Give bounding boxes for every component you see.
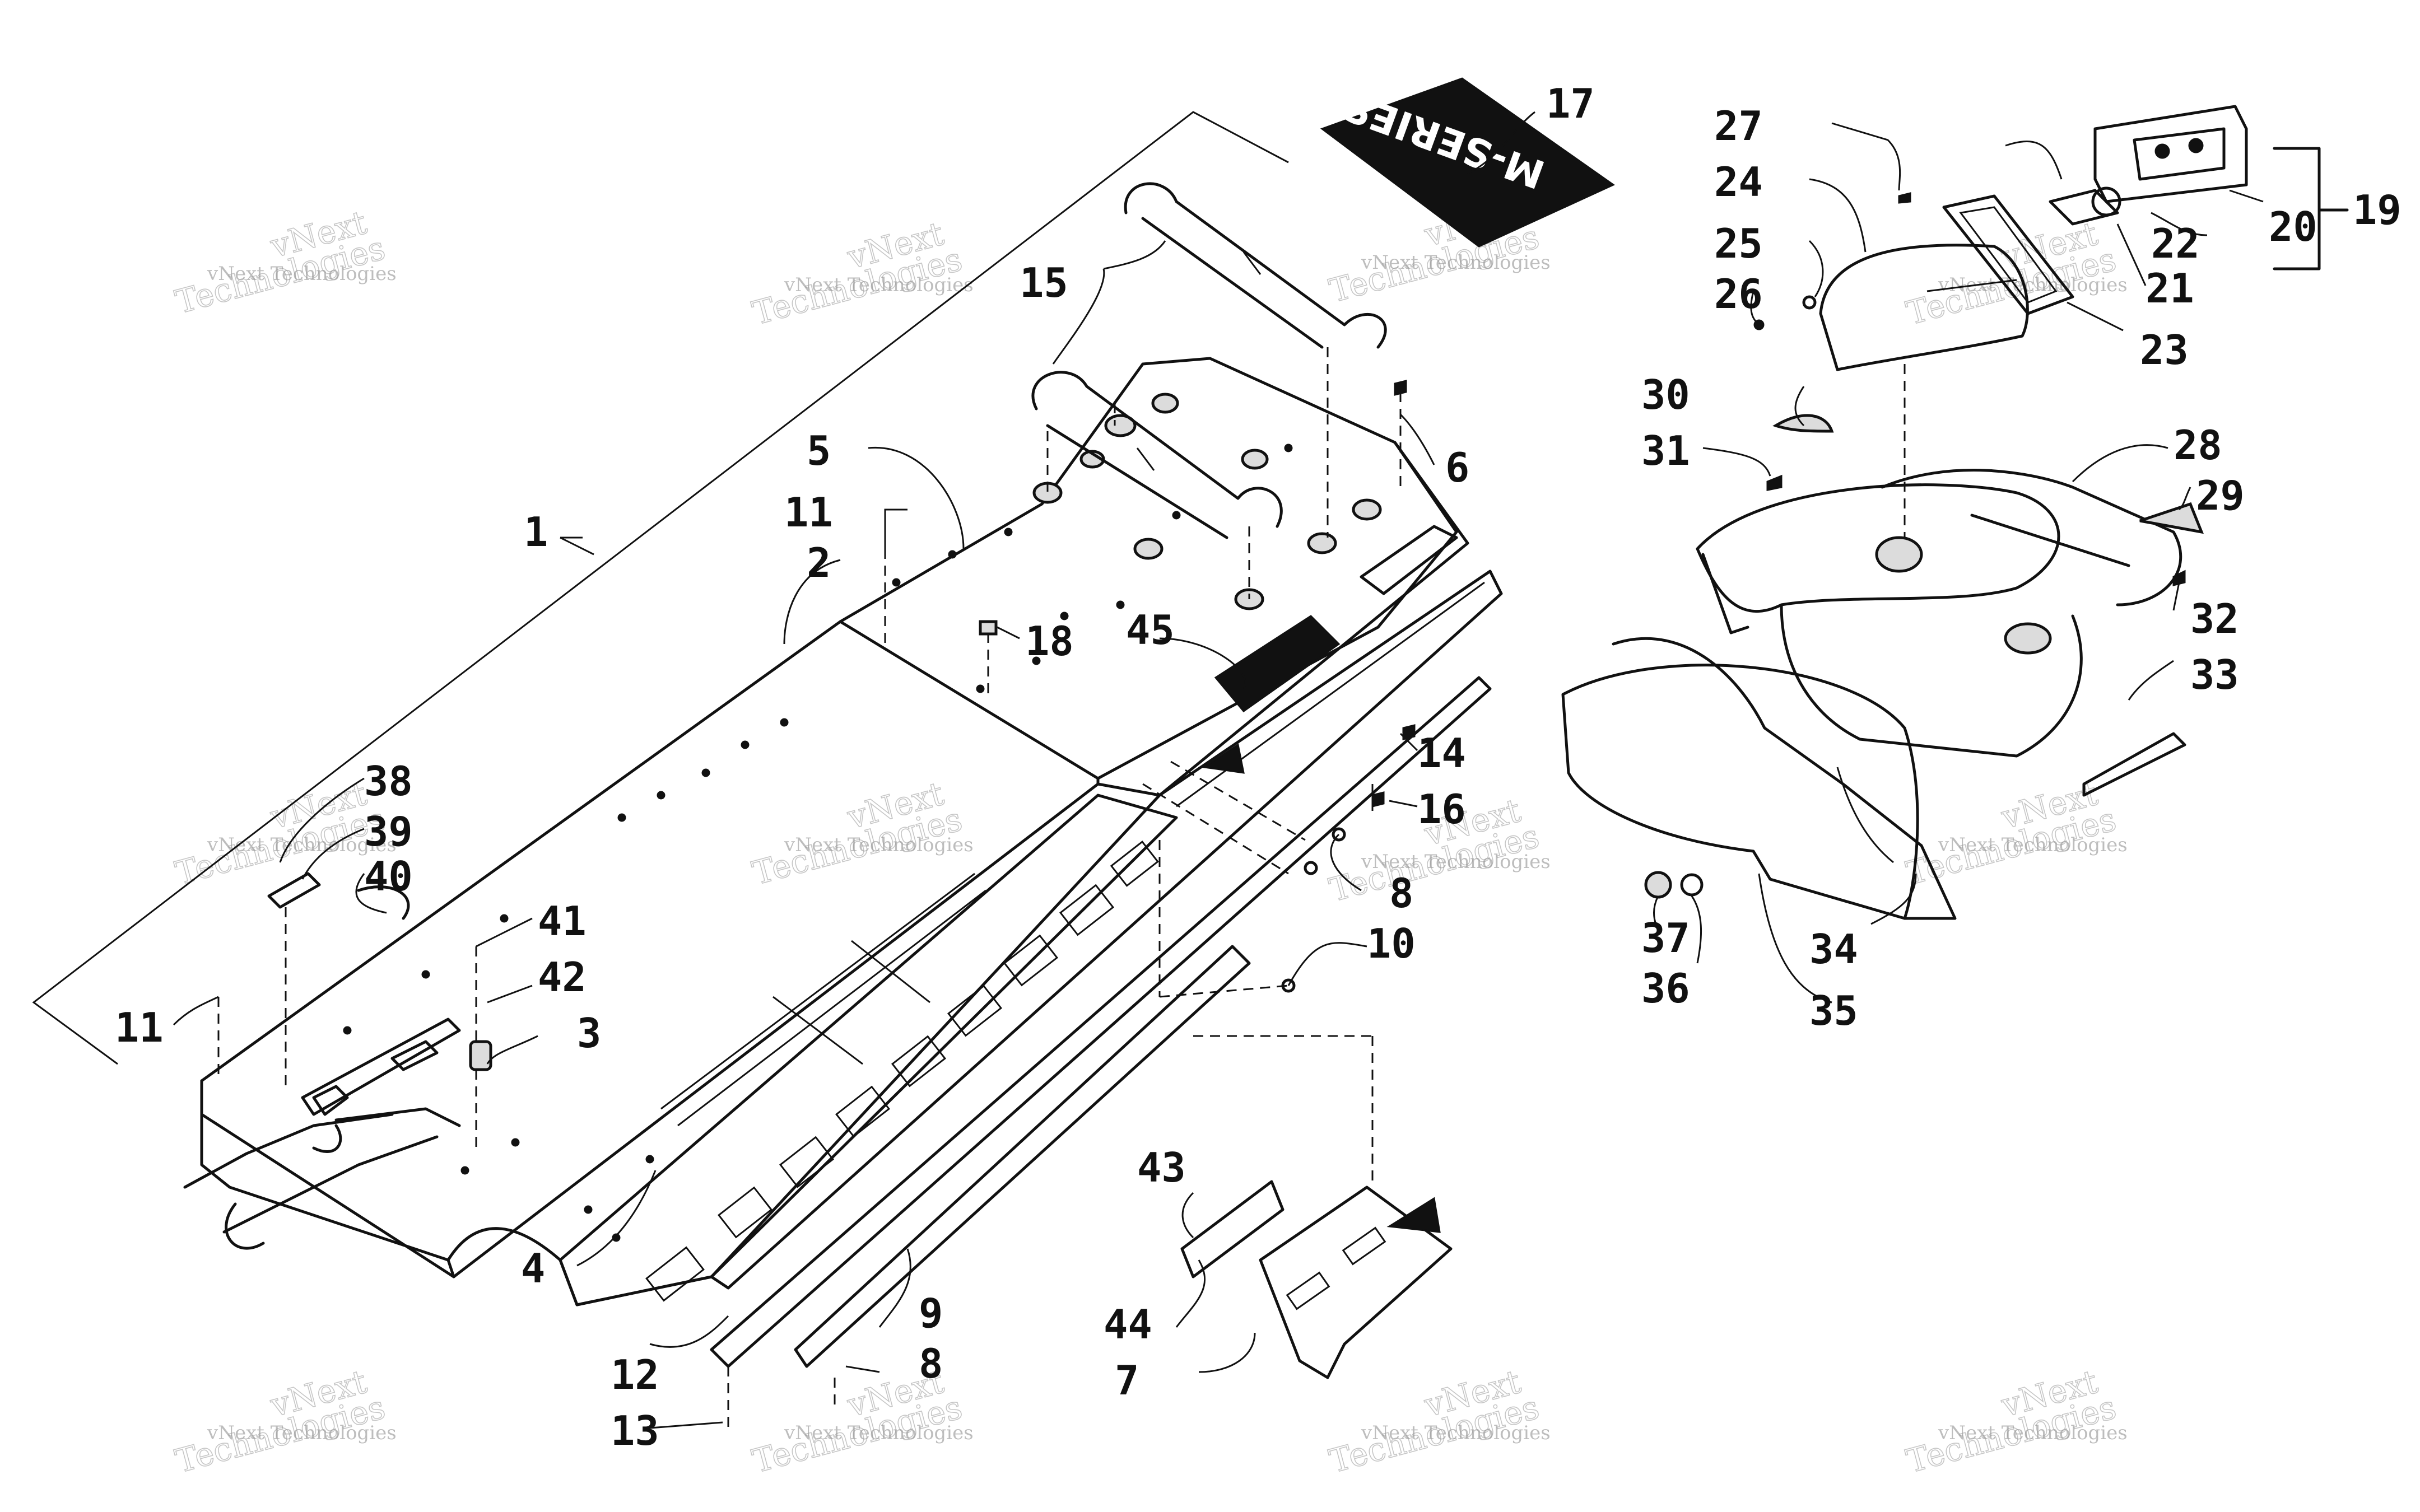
- svg-text:vNext Technologies: vNext Technologies: [1361, 1422, 1551, 1444]
- fasteners: [217, 380, 1416, 1075]
- rear-bracket: [1180, 1035, 1453, 1379]
- callout-18: 18: [1025, 618, 1074, 665]
- svg-text:vNext Technologies: vNext Technologies: [207, 1422, 397, 1444]
- svg-text:vNext Technologies: vNext Technologies: [1361, 851, 1551, 873]
- callout-6: 6: [1445, 444, 1469, 491]
- running-board-pattern: [645, 841, 1159, 1302]
- svg-text:vNext Technologies: vNext Technologies: [1938, 834, 2128, 856]
- callout-12: 12: [611, 1351, 659, 1398]
- watermark: vNext Technologies vNext Technologies: [748, 214, 974, 333]
- callout-29: 29: [2196, 472, 2245, 519]
- callout-2: 2: [807, 539, 831, 586]
- watermark: vNext Technologies vNext Technologies: [171, 203, 397, 321]
- tunnel-decal: [1202, 615, 1341, 774]
- callout-42: 42: [538, 954, 587, 1001]
- callout-20: 20: [2269, 203, 2317, 250]
- callout-22: 22: [2151, 220, 2200, 267]
- callout-26: 26: [1714, 270, 1763, 318]
- callout-35: 35: [1809, 987, 1858, 1034]
- callout-33: 33: [2190, 651, 2239, 698]
- callout-14: 14: [1417, 730, 1466, 777]
- callout-37: 37: [1641, 914, 1690, 962]
- callout-30: 30: [1641, 371, 1690, 418]
- callout-31: 31: [1641, 427, 1690, 474]
- callout-11a: 11: [784, 489, 833, 536]
- callout-40: 40: [364, 853, 413, 900]
- callout-16: 16: [1417, 786, 1466, 833]
- svg-text:vNext Technologies: vNext Technologies: [784, 1422, 974, 1444]
- assembly-bracket: [32, 111, 1289, 1065]
- callout-23: 23: [2140, 326, 2189, 374]
- callout-38: 38: [364, 758, 413, 805]
- callout-36: 36: [1641, 965, 1690, 1012]
- callout-21: 21: [2146, 265, 2194, 312]
- callout-7: 7: [1115, 1357, 1139, 1404]
- callout-28: 28: [2174, 422, 2222, 469]
- rivet-holes: [343, 444, 1293, 1242]
- callout-45: 45: [1126, 606, 1175, 654]
- tunnel: [200, 357, 1503, 1306]
- callout-3: 3: [577, 1010, 601, 1057]
- callout-24: 24: [1714, 158, 1763, 206]
- callout-4: 4: [521, 1245, 545, 1292]
- callout-25: 25: [1714, 220, 1763, 267]
- svg-text:vNext Technologies: vNext Technologies: [207, 263, 397, 285]
- watermark: vNext Technologies vNext Technologies: [1902, 1362, 2128, 1481]
- running-board-rails: [710, 676, 1492, 1434]
- callout-15: 15: [1020, 259, 1068, 306]
- svg-text:vNext Technologies: vNext Technologies: [1938, 274, 2128, 296]
- watermark: vNext Technologies vNext Technologies: [1325, 1362, 1551, 1481]
- callout-34: 34: [1809, 926, 1858, 973]
- grab-bars: [1031, 182, 1387, 599]
- callout-17: 17: [1546, 80, 1595, 127]
- callout-11b: 11: [115, 1004, 164, 1051]
- callout-13: 13: [611, 1407, 659, 1454]
- callout-9: 9: [919, 1290, 943, 1337]
- watermark: vNext Technologies vNext Technologies: [171, 1362, 397, 1481]
- callout-32: 32: [2190, 595, 2239, 642]
- svg-text:vNext Technologies: vNext Technologies: [784, 274, 974, 296]
- callout-5: 5: [807, 427, 831, 474]
- watermark-group: vNext Technologies vNext Technologies vN…: [171, 192, 2128, 1481]
- callout-8a: 8: [1389, 870, 1413, 917]
- callout-41: 41: [538, 898, 587, 945]
- callout-19: 19: [2353, 186, 2402, 234]
- rear-cowl-assembly: [1561, 105, 2349, 920]
- callout-labels: 1 2 3 4 5 6 7 8 8 9 10 11 11 12 13 14 15…: [115, 80, 2402, 1454]
- wiring-harness: [183, 872, 492, 1250]
- leader-lines: [173, 111, 2264, 1429]
- svg-text:vNext Technologies: vNext Technologies: [1938, 1422, 2128, 1444]
- callout-39: 39: [364, 808, 413, 855]
- callout-43: 43: [1137, 1144, 1186, 1191]
- callout-1: 1: [524, 508, 548, 556]
- watermark: vNext Technologies vNext Technologies: [1902, 214, 2128, 333]
- svg-text:vNext Technologies: vNext Technologies: [784, 834, 974, 856]
- callout-10: 10: [1367, 920, 1416, 967]
- callout-8b: 8: [919, 1340, 943, 1387]
- callout-27: 27: [1714, 102, 1763, 150]
- grommets: [1032, 393, 1382, 610]
- svg-text:vNext Technologies: vNext Technologies: [1361, 251, 1551, 274]
- callout-44: 44: [1104, 1301, 1152, 1348]
- watermark: vNext Technologies vNext Technologies: [748, 774, 974, 893]
